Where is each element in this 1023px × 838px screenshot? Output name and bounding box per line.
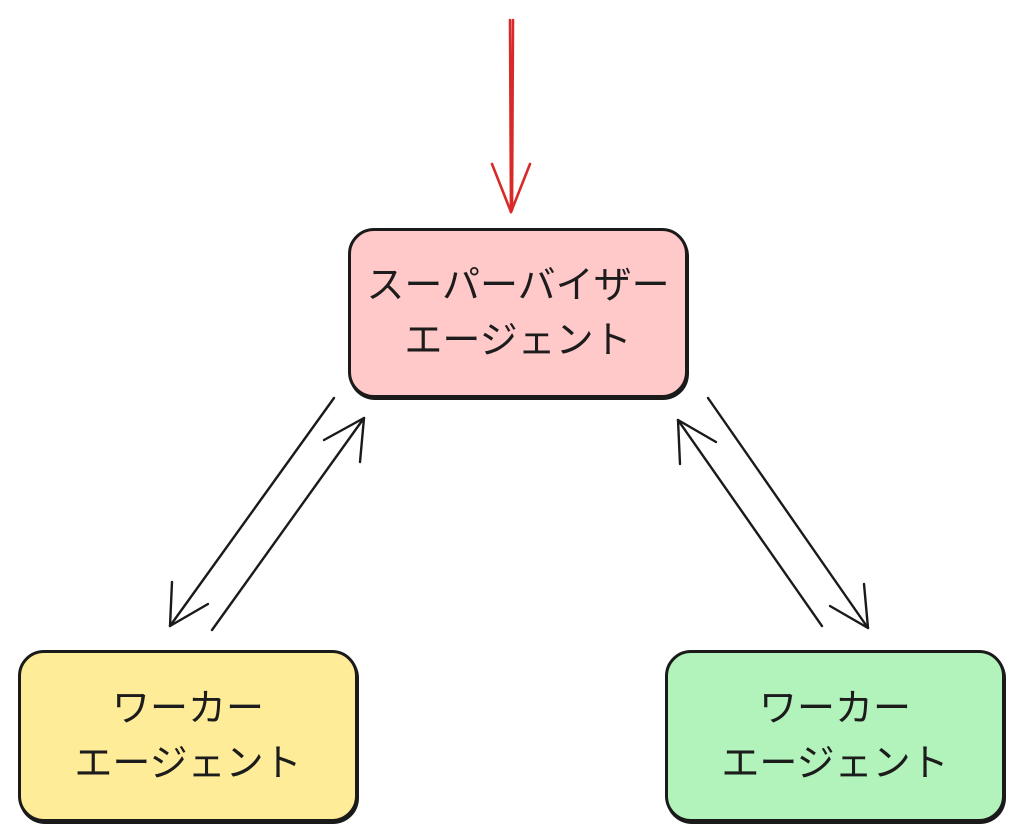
worker-agent-node-right: ワーカー エージェント (665, 650, 1005, 822)
worker-left-node-title: ワーカー (111, 685, 264, 730)
worker-right-node-title: ワーカー (758, 685, 911, 730)
supervisor-node-subtitle: エージェント (404, 318, 632, 362)
arrow-supervisor-to-left-worker (168, 396, 336, 628)
worker-left-node-subtitle: エージェント (74, 741, 302, 785)
arrow-supervisor-to-right-worker (706, 396, 870, 630)
input-arrow (490, 18, 532, 214)
arrow-left-worker-to-supervisor (210, 416, 366, 632)
arrow-right-worker-to-supervisor (676, 418, 824, 628)
supervisor-agent-node: スーパーバイザー エージェント (348, 228, 688, 398)
supervisor-node-title: スーパーバイザー (366, 262, 670, 307)
worker-right-node-subtitle: エージェント (721, 741, 949, 785)
worker-agent-node-left: ワーカー エージェント (18, 650, 358, 822)
